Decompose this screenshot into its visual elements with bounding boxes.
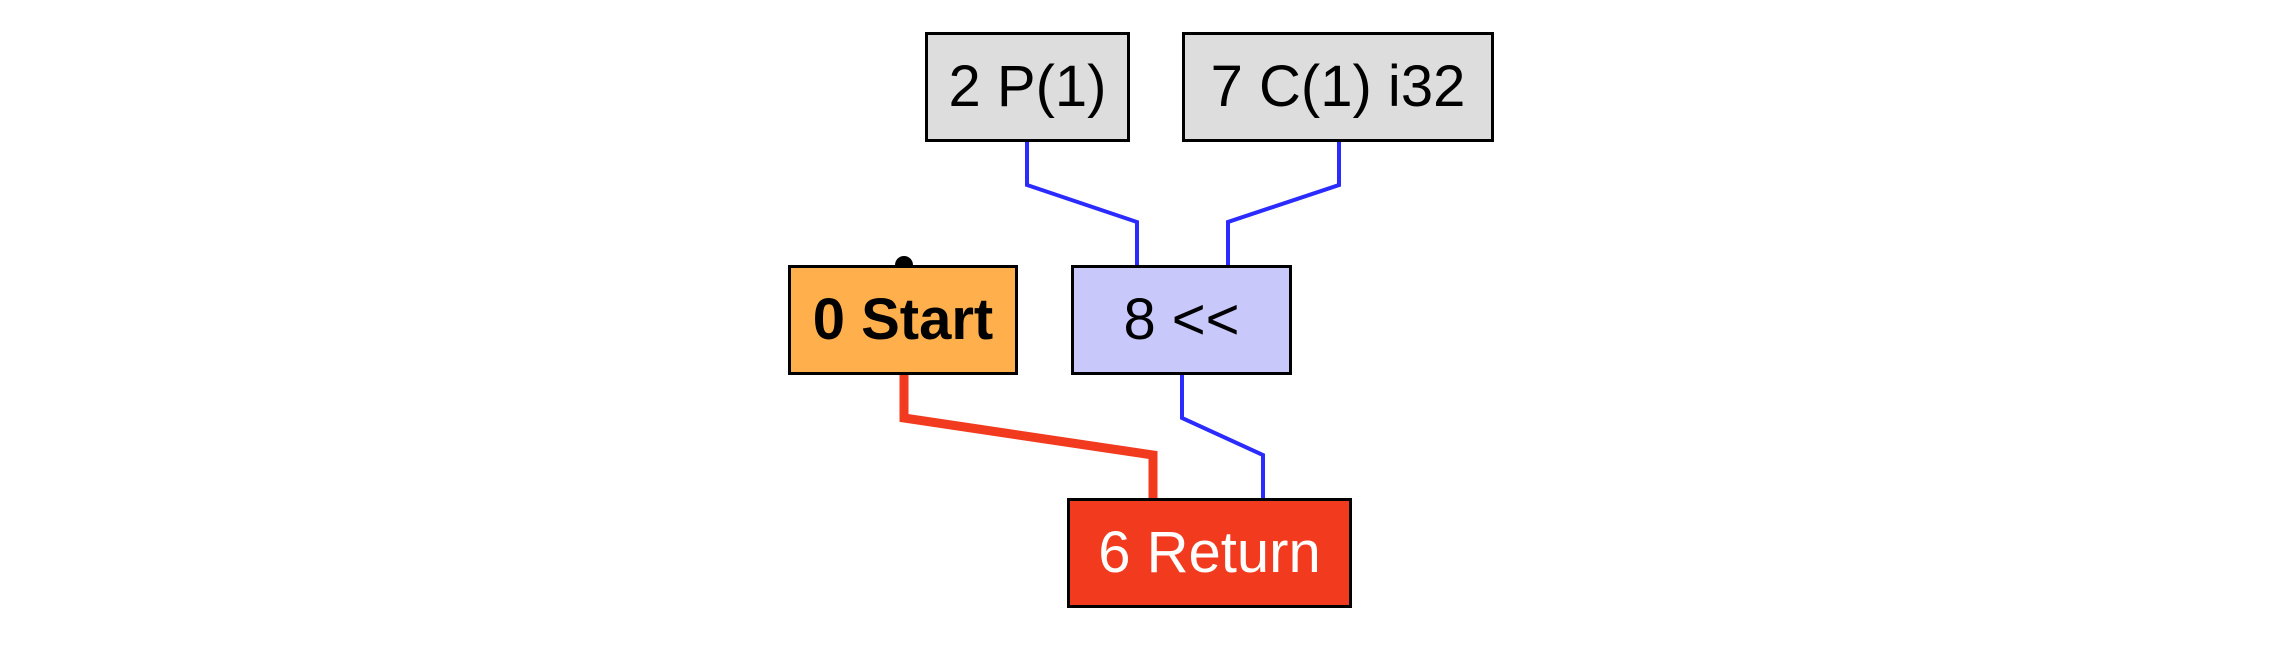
node-start[interactable]: 0 Start xyxy=(788,265,1018,375)
node-param-label: 2 P(1) xyxy=(948,54,1107,119)
node-constant[interactable]: 7 C(1) i32 xyxy=(1182,32,1494,142)
node-shift-label: 8 << xyxy=(1123,287,1240,352)
node-constant-label: 7 C(1) i32 xyxy=(1210,54,1466,119)
edge-constant-to-shift xyxy=(1226,142,1341,265)
edge-start-to-return xyxy=(899,375,1158,498)
node-param[interactable]: 2 P(1) xyxy=(925,32,1130,142)
node-return-label: 6 Return xyxy=(1098,520,1321,585)
node-return[interactable]: 6 Return xyxy=(1067,498,1352,608)
edge-param-to-shift xyxy=(1025,142,1139,265)
edge-shift-to-return xyxy=(1180,375,1265,498)
node-start-label: 0 Start xyxy=(812,287,994,352)
node-shift[interactable]: 8 << xyxy=(1071,265,1292,375)
